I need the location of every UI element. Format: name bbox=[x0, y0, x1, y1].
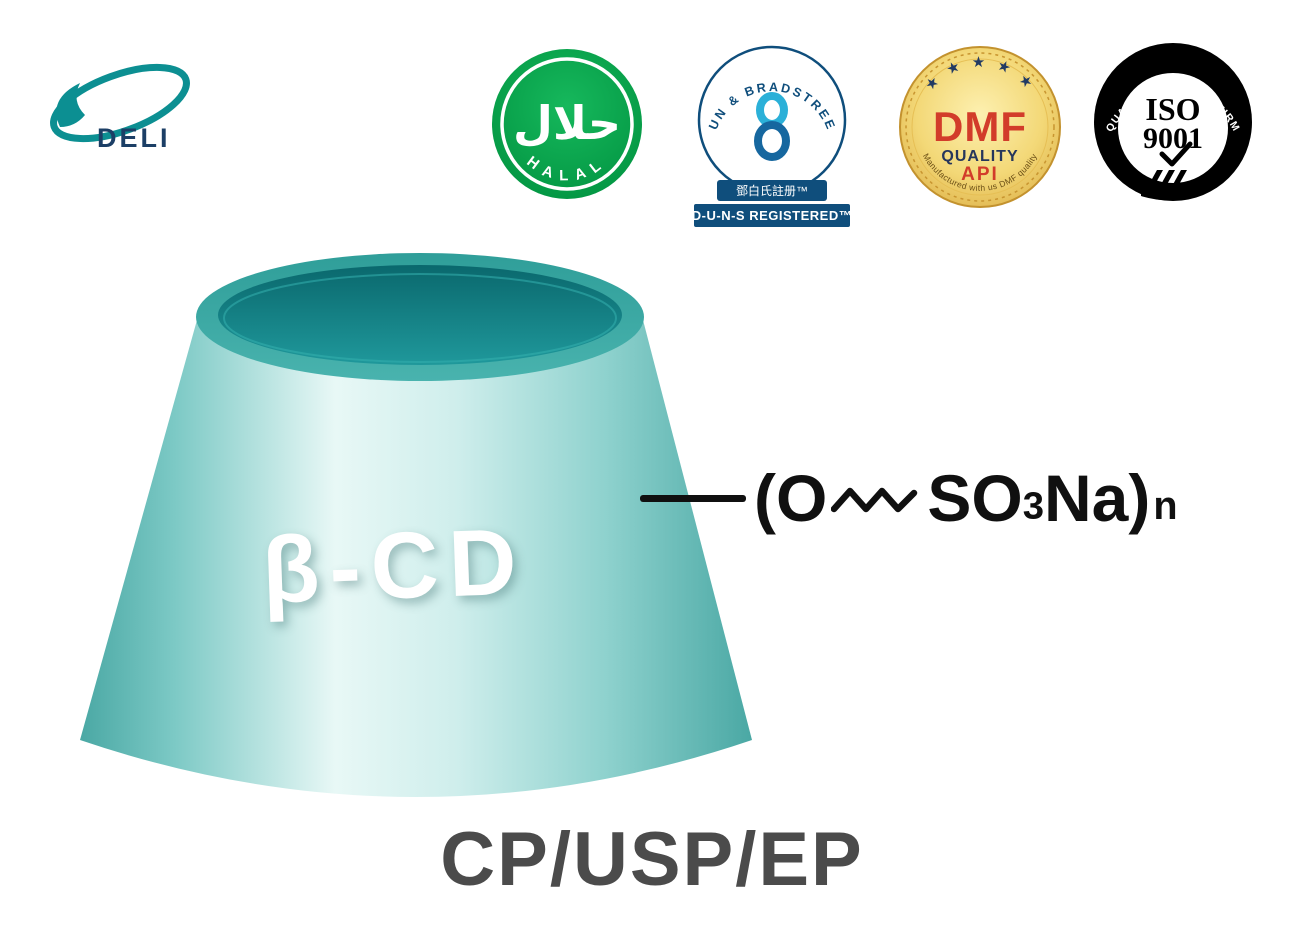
halal-badge: حلال HALAL bbox=[492, 49, 642, 199]
dmf-title: DMF bbox=[933, 103, 1027, 150]
checkmark-icon bbox=[1159, 141, 1193, 167]
formula-subscript: 3 bbox=[1022, 484, 1044, 528]
iso-inner-circle-icon bbox=[1118, 73, 1228, 183]
dmf-subtitle: QUALITY bbox=[941, 148, 1018, 165]
dmf-subtitle2: API bbox=[961, 164, 999, 185]
zigzag-bond-icon bbox=[831, 487, 918, 513]
dnb-ampersand-icon bbox=[754, 92, 790, 161]
cone-body bbox=[80, 320, 752, 797]
dnb-banner-ribbon bbox=[692, 202, 852, 229]
iso-number: 9001 bbox=[1143, 122, 1203, 155]
halal-circle-icon bbox=[492, 49, 642, 199]
dnb-chinese-ribbon bbox=[717, 180, 827, 201]
logo-text: DELI bbox=[97, 123, 171, 153]
chemical-formula: (O SO 3 Na) n bbox=[640, 452, 1178, 544]
formula-group: SO bbox=[927, 461, 1023, 535]
halal-arabic-text: حلال bbox=[513, 96, 621, 150]
dnb-chinese-label: 鄧白氏註册™ bbox=[736, 183, 808, 198]
formula-open: (O bbox=[754, 461, 828, 535]
bond-line bbox=[640, 494, 746, 502]
halal-ring-icon bbox=[500, 57, 634, 191]
dnb-banner-label: D-U-N-S REGISTERED™ bbox=[692, 208, 852, 223]
iso-badge: QUALITY ASSURED FIRM ISO 9001 bbox=[1094, 43, 1252, 201]
iso-title: ISO bbox=[1145, 91, 1200, 127]
deli-logo: DELI bbox=[50, 63, 190, 153]
dmf-badge: ★ ★ ★ ★ ★ DMF QUALITY API Manufactured w… bbox=[899, 46, 1061, 208]
formula-suffix: Na) bbox=[1043, 461, 1151, 535]
cone-opening bbox=[218, 265, 622, 365]
dnb-badge: DUN & BRADSTREET 鄧白氏註册™ D-U-N-S REGISTER… bbox=[677, 40, 852, 229]
cone-label: β-CD bbox=[260, 508, 529, 623]
cone-opening-highlight bbox=[223, 273, 617, 363]
dmf-circle-icon bbox=[899, 46, 1061, 208]
formula-index: n bbox=[1153, 483, 1178, 528]
iso-wing-mark-icon bbox=[1141, 170, 1205, 201]
dmf-ray-ring-icon bbox=[905, 52, 1055, 202]
logo-crescent-icon bbox=[56, 83, 85, 127]
logo-ellipse-icon bbox=[50, 63, 190, 143]
dmf-inner-ring-icon bbox=[911, 58, 1049, 196]
cyclodextrin-cone-icon bbox=[80, 253, 752, 797]
grades-text: CP/USP/EP bbox=[440, 817, 864, 902]
